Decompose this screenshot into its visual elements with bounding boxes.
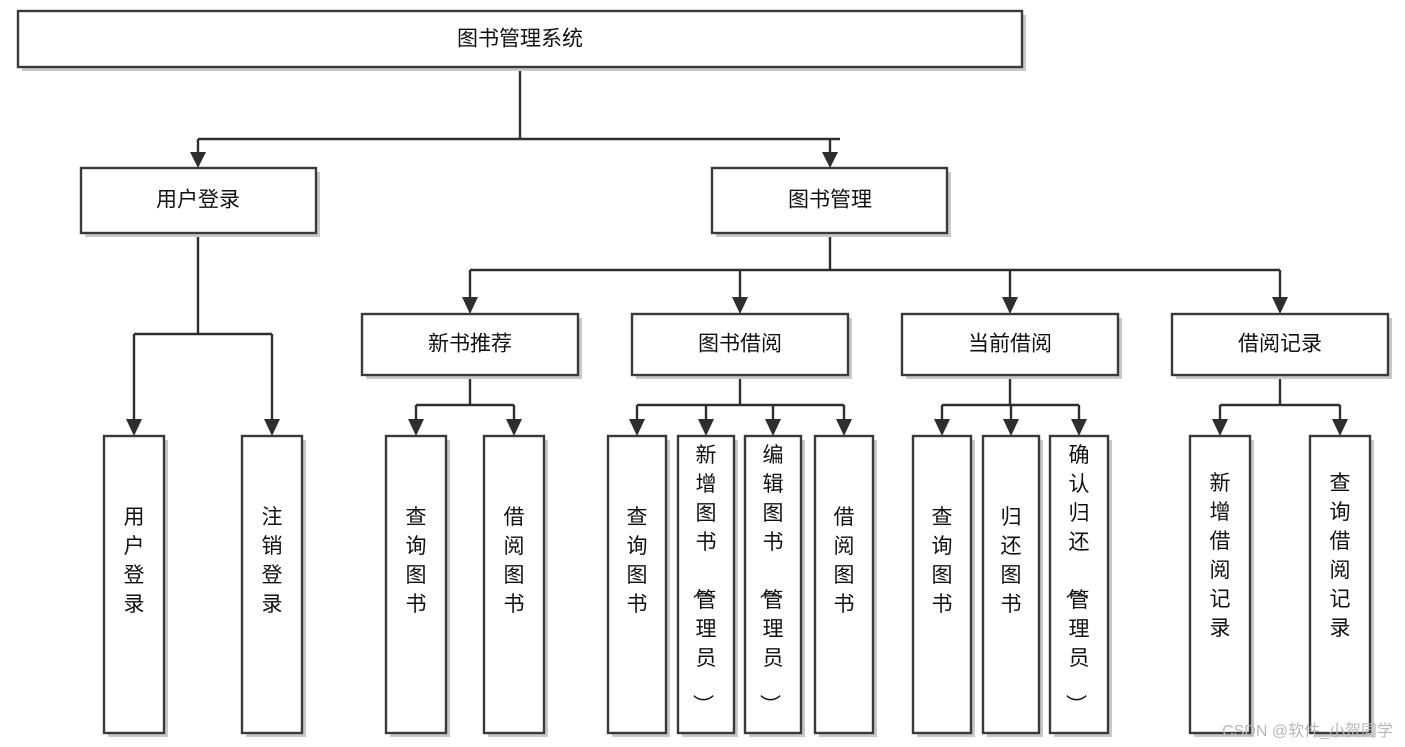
leaf-logout[interactable]: 注销登录 <box>240 434 306 737</box>
current-borrow-box[interactable] <box>900 312 1120 377</box>
leaf-add-borrow-record[interactable]: 新增借阅记录 <box>1188 434 1254 737</box>
new-book-recommend-label: 新书推荐 <box>428 333 512 356</box>
user-login-label: 用户登录 <box>156 189 240 212</box>
leaf-user-login-label: 用户登录 <box>124 506 145 616</box>
leaf-query-book-borrow-label: 查询图书 <box>627 506 648 616</box>
arrow-current-leaf3 <box>1071 419 1087 436</box>
leaf-query-book-borrow[interactable]: 查询图书 <box>606 434 670 737</box>
node-current-borrow[interactable]: 当前借阅 <box>900 312 1122 379</box>
node-root[interactable]: 图书管理系统 <box>16 9 1026 71</box>
arrow-record-leaf1 <box>1212 419 1228 436</box>
leaf-query-book-current[interactable]: 查询图书 <box>911 434 975 737</box>
leaf-confirm-return-admin-box[interactable] <box>1048 434 1110 735</box>
leaf-add-borrow-record-box[interactable] <box>1188 434 1252 735</box>
leaf-edit-book-admin-label: 编辑图书（管理员） <box>758 444 784 715</box>
arrow-current-leaf1 <box>934 419 950 436</box>
current-borrow-label: 当前借阅 <box>968 333 1052 356</box>
arrow-to-book-mgmt <box>822 152 838 168</box>
book-borrow-label: 图书借阅 <box>698 333 782 356</box>
root-label: 图书管理系统 <box>457 28 583 51</box>
leaf-add-book-admin-box[interactable] <box>676 434 736 735</box>
leaf-return-book[interactable]: 归还图书 <box>981 434 1043 737</box>
borrow-record-label: 借阅记录 <box>1238 333 1322 356</box>
leaf-query-book-newrec-box[interactable] <box>384 434 448 735</box>
leaf-return-book-label: 归还图书 <box>1001 506 1022 616</box>
leaf-user-login-box[interactable] <box>102 434 166 735</box>
leaf-add-borrow-record-label: 新增借阅记录 <box>1210 472 1231 640</box>
arrow-borrow-leaf2 <box>698 419 714 436</box>
connector-layer <box>126 67 1348 436</box>
leaf-query-borrow-record-box[interactable] <box>1308 434 1372 735</box>
node-book-borrow[interactable]: 图书借阅 <box>630 312 852 379</box>
arrow-borrow-leaf3 <box>765 419 781 436</box>
arrow-to-book-borrow <box>732 297 748 314</box>
arrow-to-user-login <box>190 152 206 168</box>
node-new-book-recommend[interactable]: 新书推荐 <box>360 312 582 379</box>
node-user-login[interactable]: 用户登录 <box>79 166 320 237</box>
leaf-borrow-book-newrec-box[interactable] <box>482 434 546 735</box>
leaf-borrow-book-borrow-label: 借阅图书 <box>834 506 855 616</box>
arrow-newbook-leaf1 <box>408 419 424 436</box>
leaf-confirm-return-admin[interactable]: 确认归还（管理员） <box>1048 434 1112 737</box>
book-borrow-box[interactable] <box>630 312 850 377</box>
leaf-borrow-book-borrow-box[interactable] <box>813 434 875 735</box>
arrow-newbook-leaf2 <box>506 419 522 436</box>
book-management-label: 图书管理 <box>788 189 872 212</box>
node-borrow-record[interactable]: 借阅记录 <box>1170 312 1392 379</box>
leaf-query-borrow-record[interactable]: 查询借阅记录 <box>1308 434 1374 737</box>
root-box[interactable] <box>16 9 1024 69</box>
leaf-borrow-book-newrec[interactable]: 借阅图书 <box>482 434 548 737</box>
leaf-borrow-book-newrec-label: 借阅图书 <box>504 506 525 616</box>
leaf-logout-label: 注销登录 <box>262 506 283 616</box>
leaf-query-book-newrec-label: 查询图书 <box>406 506 427 616</box>
arrow-to-new-book-rec <box>462 297 478 314</box>
leaf-query-book-borrow-box[interactable] <box>606 434 668 735</box>
arrow-borrow-leaf1 <box>629 419 645 436</box>
leaf-query-book-current-label: 查询图书 <box>932 506 953 616</box>
leaf-add-book-admin-label: 新增图书（管理员） <box>691 444 717 715</box>
borrow-record-box[interactable] <box>1170 312 1390 377</box>
arrow-leaf-user-login <box>126 419 142 436</box>
arrow-record-leaf2 <box>1332 419 1348 436</box>
leaf-logout-box[interactable] <box>240 434 304 735</box>
leaf-return-book-box[interactable] <box>981 434 1041 735</box>
csdn-watermark: CSDN @软件_小贺同学 <box>1222 723 1393 740</box>
leaf-query-book-current-box[interactable] <box>911 434 973 735</box>
arrow-current-leaf2 <box>1003 419 1019 436</box>
user-login-box[interactable] <box>79 166 318 235</box>
leaf-edit-book-admin-box[interactable] <box>743 434 803 735</box>
arrow-borrow-leaf4 <box>836 419 852 436</box>
arrow-to-current-borrow <box>1002 297 1018 314</box>
new-book-recommend-box[interactable] <box>360 312 580 377</box>
book-management-box[interactable] <box>710 166 949 235</box>
arrow-to-borrow-record <box>1272 297 1288 314</box>
arrow-leaf-logout <box>264 419 280 436</box>
leaf-confirm-return-admin-label: 确认归还（管理员） <box>1064 444 1090 715</box>
leaf-user-login[interactable]: 用户登录 <box>102 434 168 737</box>
leaf-add-book-admin[interactable]: 新增图书（管理员） <box>676 434 738 737</box>
leaf-query-borrow-record-label: 查询借阅记录 <box>1330 472 1351 640</box>
leaf-edit-book-admin[interactable]: 编辑图书（管理员） <box>743 434 805 737</box>
leaf-borrow-book-borrow[interactable]: 借阅图书 <box>813 434 877 737</box>
leaf-query-book-newrec[interactable]: 查询图书 <box>384 434 450 737</box>
node-book-management[interactable]: 图书管理 <box>710 166 951 237</box>
